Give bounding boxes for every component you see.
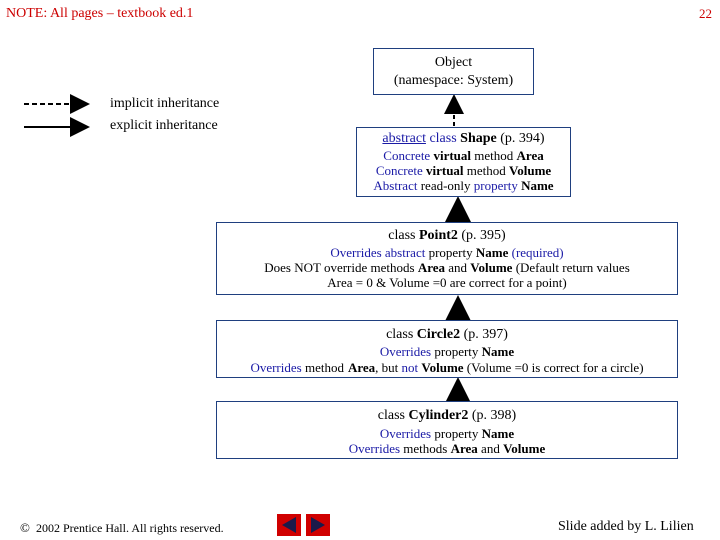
page-number: 22	[699, 6, 712, 21]
cylinder2-name-line: Overrides property Name	[379, 426, 515, 441]
point2-defaults-line: Area = 0 & Volume =0 are correct for a p…	[327, 275, 567, 290]
prev-slide-button[interactable]	[277, 514, 301, 536]
point2-not-override-line: Does NOT override methods Area and Volum…	[264, 260, 630, 275]
abstract-keyword: abstract	[382, 131, 426, 146]
shape-header: abstract class Shape (p. 394)	[357, 131, 570, 146]
shape-area-line: Concrete virtual method Area	[383, 148, 544, 163]
legend-explicit-label: explicit inheritance	[110, 118, 218, 133]
shape-name: Shape	[460, 131, 497, 146]
object-box: Object (namespace: System)	[373, 48, 534, 95]
circle2-header: class Circle2 (p. 397)	[386, 327, 508, 342]
object-title: Object	[434, 55, 473, 70]
header-note: NOTE: All pages – textbook ed.1	[6, 6, 194, 21]
shape-page-ref: (p. 394)	[500, 131, 545, 146]
circle2-box: class Circle2 (p. 397) Overrides propert…	[216, 320, 678, 378]
point2-box: class Point2 (p. 395) Overrides abstract…	[216, 222, 678, 295]
legend-implicit-label: implicit inheritance	[110, 96, 220, 111]
cylinder2-methods-line: Overrides methods Area and Volume	[348, 441, 546, 456]
right-arrow-icon	[311, 517, 325, 533]
shape-box: abstract class Shape (p. 394) Concrete v…	[356, 127, 571, 197]
next-slide-button[interactable]	[306, 514, 330, 536]
object-namespace: (namespace: System)	[393, 73, 514, 88]
copyright-icon: ©	[20, 520, 30, 535]
shape-volume-line: Concrete virtual method Volume	[375, 163, 552, 178]
copyright-text: 2002 Prentice Hall. All rights reserved.	[36, 521, 224, 535]
cylinder2-header: class Cylinder2 (p. 398)	[377, 408, 517, 423]
point2-header: class Point2 (p. 395)	[388, 228, 506, 243]
slide-credit: Slide added by L. Lilien	[558, 519, 694, 534]
shape-name-property-line: Abstract read-only property Name	[373, 178, 554, 193]
class-keyword: class	[429, 131, 457, 146]
point2-overrides-line: Overrides abstract property Name (requir…	[330, 245, 564, 260]
circle2-name-line: Overrides property Name	[379, 344, 515, 359]
cylinder2-box: class Cylinder2 (p. 398) Overrides prope…	[216, 401, 678, 459]
left-arrow-icon	[282, 517, 296, 533]
